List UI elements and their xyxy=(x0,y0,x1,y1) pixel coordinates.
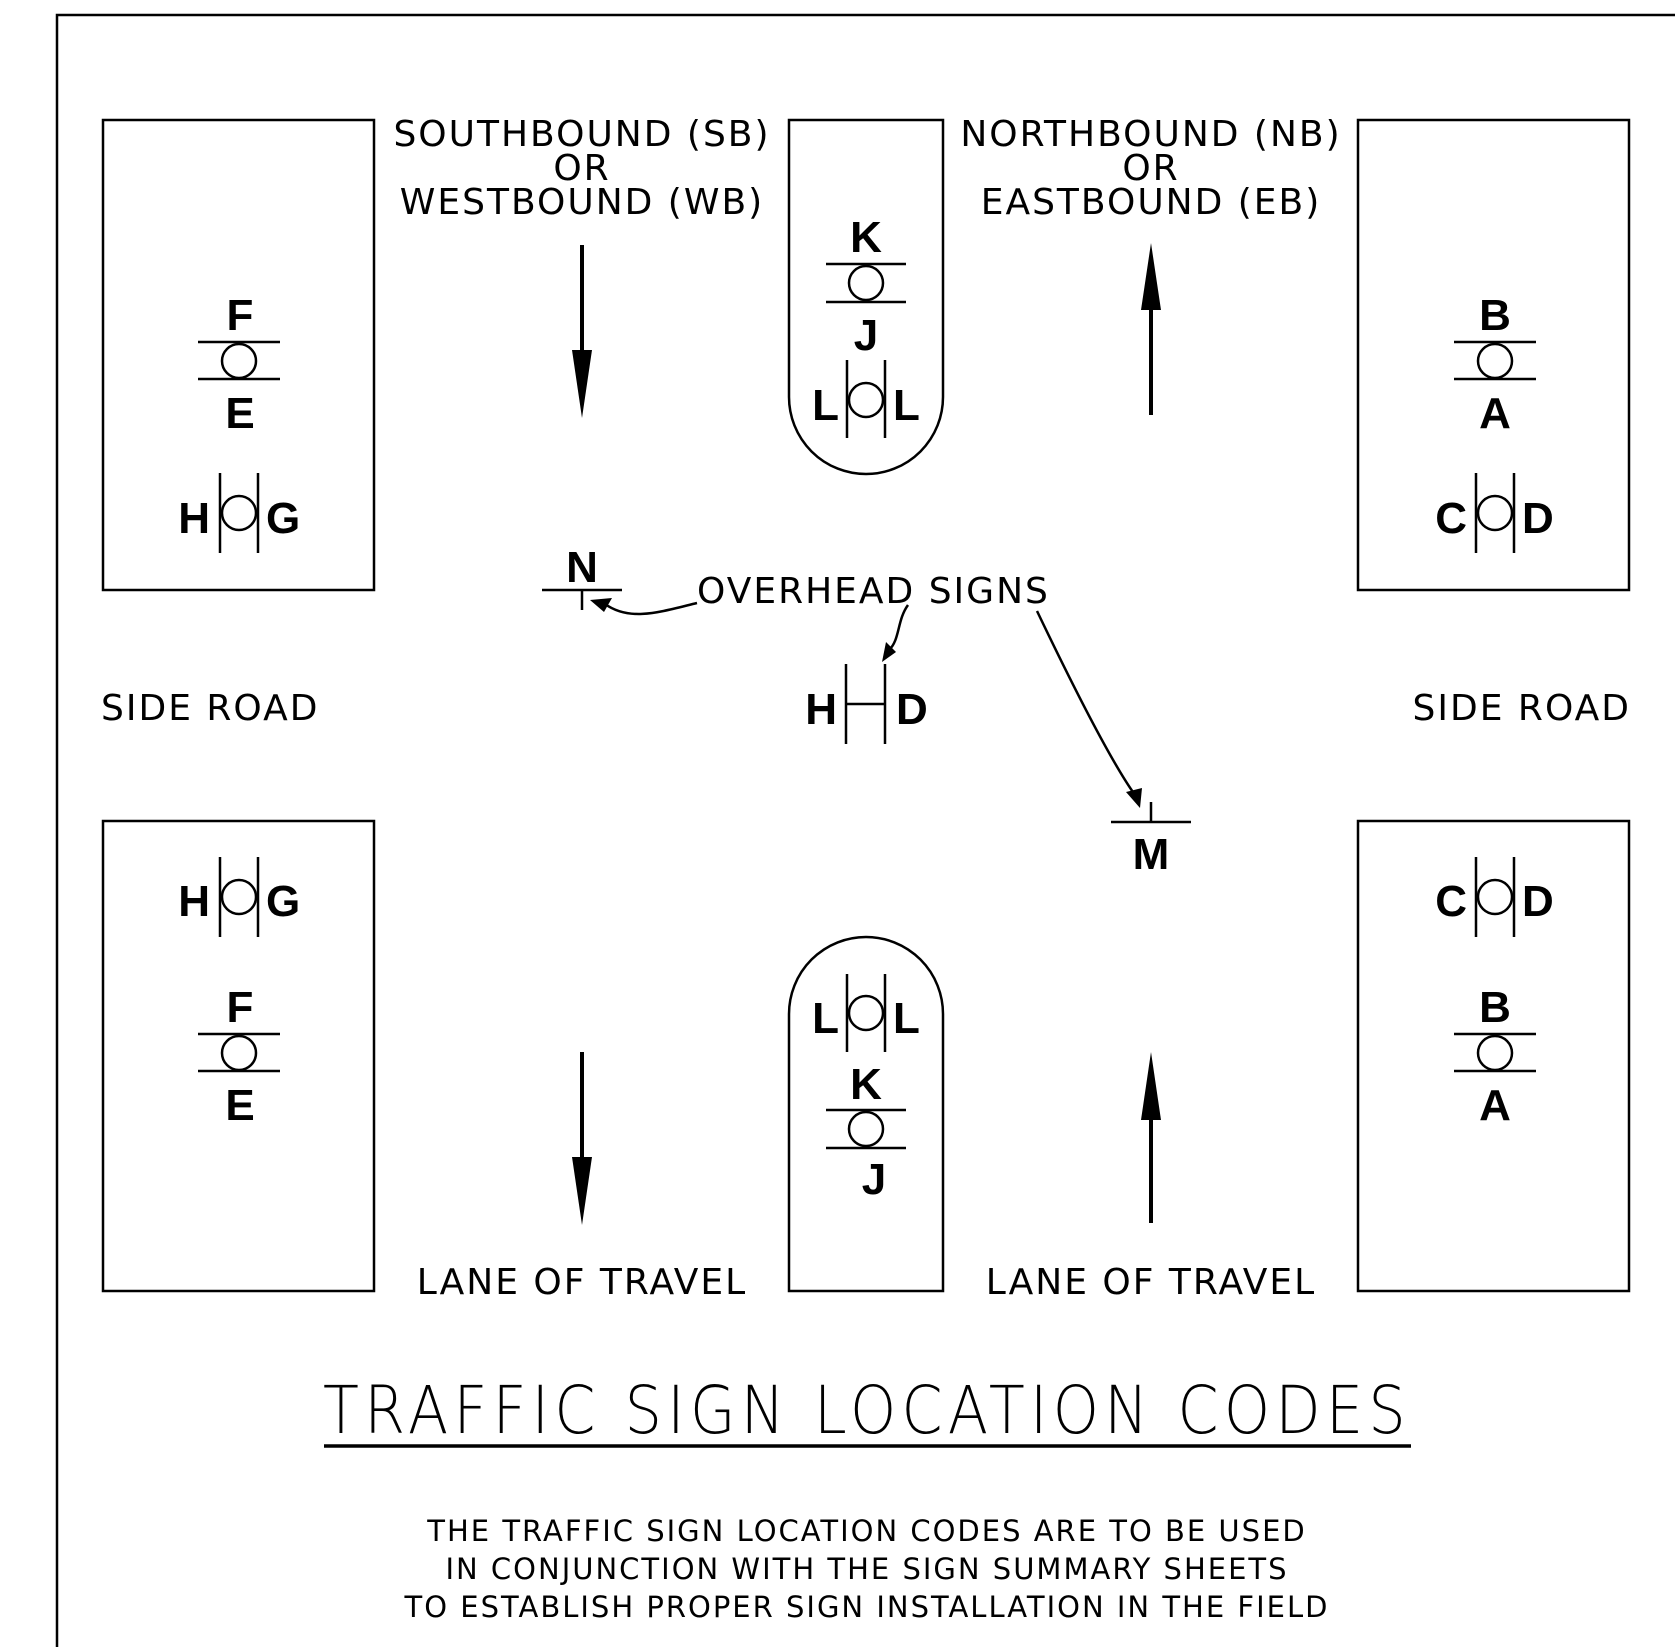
page-title: TRAFFIC SIGN LOCATION CODES xyxy=(323,1372,1411,1449)
leader-m xyxy=(1035,610,1137,796)
overhead-signs-label: OVERHEAD SIGNS xyxy=(697,571,1050,612)
code-a: A xyxy=(1479,1081,1511,1130)
code-h: H xyxy=(178,877,210,926)
svg-text:NORTHBOUND (NB): NORTHBOUND (NB) xyxy=(960,114,1341,155)
side-road-left-label: SIDE ROAD xyxy=(101,688,319,729)
arrow-up-bottom xyxy=(1141,1052,1161,1223)
svg-text:TO ESTABLISH PROPER SIGN INSTA: TO ESTABLISH PROPER SIGN INSTALLATION IN… xyxy=(404,1590,1330,1624)
code-l: L xyxy=(812,381,839,430)
code-j: J xyxy=(862,1155,886,1204)
overhead-sign-m: M xyxy=(1111,802,1191,879)
arrow-up-top xyxy=(1141,243,1161,415)
code-f: F xyxy=(227,291,254,340)
code-l: L xyxy=(812,994,839,1043)
code-l: L xyxy=(893,994,920,1043)
median-bottom: L L K J xyxy=(787,935,945,1293)
code-g: G xyxy=(266,494,300,543)
overhead-sign-n: N xyxy=(542,543,622,610)
svg-text:OR: OR xyxy=(553,148,610,189)
lane-of-travel-right-label: LANE OF TRAVEL xyxy=(986,1262,1316,1303)
code-h: H xyxy=(178,494,210,543)
svg-text:WESTBOUND (WB): WESTBOUND (WB) xyxy=(400,182,764,223)
code-c: C xyxy=(1435,494,1467,543)
code-j: J xyxy=(854,311,878,360)
southbound-label: SOUTHBOUND (SB) OR WESTBOUND (WB) xyxy=(393,114,770,223)
code-c: C xyxy=(1435,877,1467,926)
code-a: A xyxy=(1479,389,1511,438)
leader-n xyxy=(604,601,698,616)
code-m: M xyxy=(1133,830,1170,879)
code-e: E xyxy=(225,1081,254,1130)
code-n: N xyxy=(566,543,598,592)
arrow-down-bottom xyxy=(572,1052,592,1225)
block-top-right: B A C D xyxy=(1356,118,1631,592)
code-e: E xyxy=(225,389,254,438)
note-text: THE TRAFFIC SIGN LOCATION CODES ARE TO B… xyxy=(404,1514,1330,1624)
overhead-sign-hd: H D xyxy=(805,664,928,744)
code-d: D xyxy=(896,685,928,734)
svg-text:SOUTHBOUND (SB): SOUTHBOUND (SB) xyxy=(393,114,770,155)
code-b: B xyxy=(1479,983,1511,1032)
code-k: K xyxy=(850,1060,882,1109)
side-road-right-label: SIDE ROAD xyxy=(1413,688,1631,729)
code-g: G xyxy=(266,877,300,926)
svg-text:THE TRAFFIC SIGN LOCATION CODE: THE TRAFFIC SIGN LOCATION CODES ARE TO B… xyxy=(426,1514,1306,1548)
code-l: L xyxy=(893,381,920,430)
block-top-left: F E H G xyxy=(101,118,376,592)
code-d: D xyxy=(1522,494,1554,543)
northbound-label: NORTHBOUND (NB) OR EASTBOUND (EB) xyxy=(960,114,1341,223)
median-top: K J L L xyxy=(787,118,945,476)
leader-hd xyxy=(888,604,910,651)
svg-text:IN CONJUNCTION WITH THE SIGN S: IN CONJUNCTION WITH THE SIGN SUMMARY SHE… xyxy=(445,1552,1288,1586)
drawing-border xyxy=(55,13,1675,1647)
arrow-down-top xyxy=(572,245,592,418)
svg-text:OR: OR xyxy=(1122,148,1179,189)
code-f: F xyxy=(227,983,254,1032)
svg-text:EASTBOUND (EB): EASTBOUND (EB) xyxy=(981,182,1322,223)
block-bottom-left: H G F E xyxy=(101,819,376,1293)
lane-of-travel-left-label: LANE OF TRAVEL xyxy=(417,1262,747,1303)
code-b: B xyxy=(1479,291,1511,340)
code-d: D xyxy=(1522,877,1554,926)
code-k: K xyxy=(850,213,882,262)
code-h: H xyxy=(805,685,837,734)
block-bottom-right: C D B A xyxy=(1356,819,1631,1293)
